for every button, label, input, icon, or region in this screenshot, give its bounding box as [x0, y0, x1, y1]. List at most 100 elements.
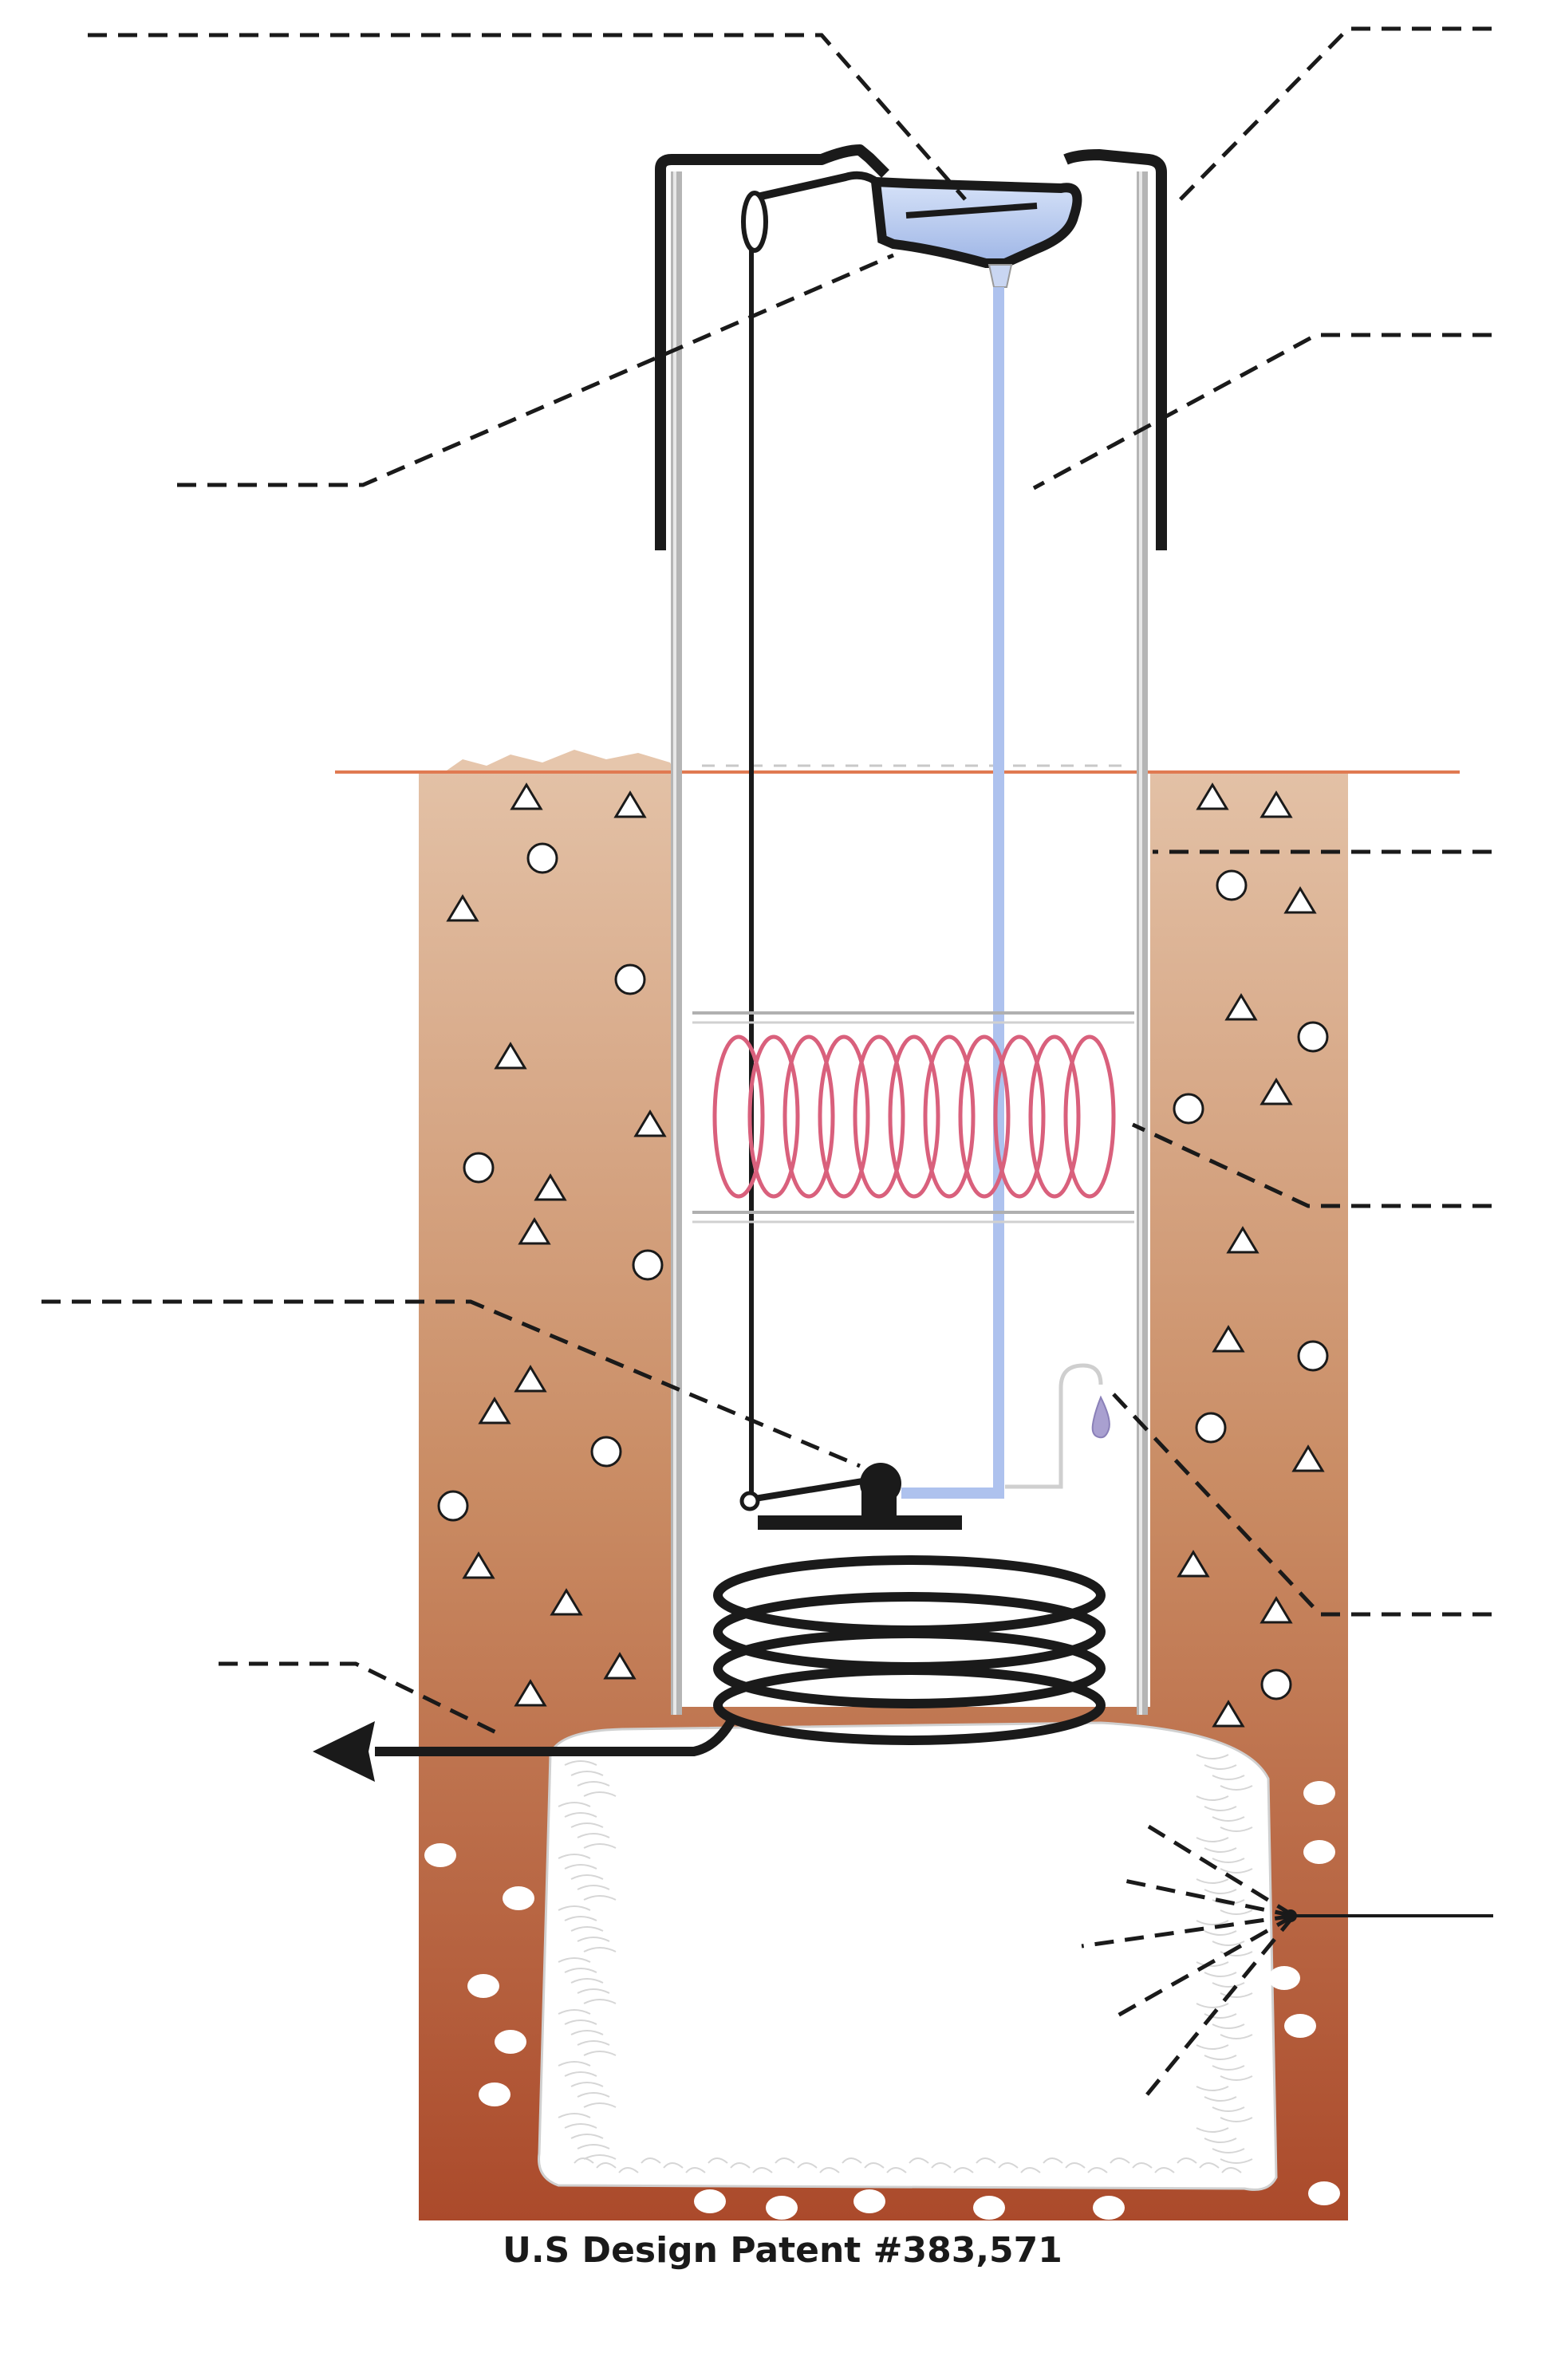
stone-circle	[590, 1436, 622, 1468]
gravel-stroke	[976, 2157, 996, 2164]
stone-triangle	[1224, 993, 1258, 1021]
gravel-stroke	[1221, 2167, 1242, 2173]
stone-triangle	[534, 1173, 567, 1201]
gravel-stroke	[1212, 2148, 1245, 2153]
gravel-stroke	[577, 2092, 610, 2098]
leader-drip	[1112, 1393, 1492, 1617]
gravel-stroke	[1196, 2044, 1229, 2050]
gravel-pebble	[1303, 1840, 1335, 1864]
stone-circle	[632, 1249, 664, 1281]
coil-loop	[713, 1665, 1106, 1745]
float-lever	[749, 1476, 878, 1503]
gravel-stroke	[558, 1802, 591, 1807]
leader-gravel-3	[1081, 1913, 1295, 1949]
gravel-stroke	[1043, 2157, 1063, 2164]
leader-float-arm	[177, 253, 894, 487]
gravel-stroke	[931, 2162, 952, 2169]
gravel-stroke	[953, 2167, 974, 2173]
gravel-stroke	[909, 2157, 929, 2164]
gravel-stroke	[577, 1833, 610, 1838]
drip-drop	[1091, 1395, 1110, 1439]
heater-loop	[1028, 1034, 1081, 1199]
gravel-stroke	[1220, 2075, 1253, 2081]
stone-triangle	[510, 782, 543, 810]
stone-circle	[1173, 1093, 1204, 1125]
gravel-stroke	[564, 1760, 597, 1766]
gravel-stroke	[797, 2162, 818, 2169]
gravel-stroke	[1220, 2158, 1253, 2164]
gravel-stroke	[577, 1781, 610, 1787]
gravel-stroke	[685, 2167, 706, 2173]
stone-circle	[463, 1152, 495, 1184]
stone-triangle	[514, 1679, 547, 1707]
gravel-stroke	[1204, 1930, 1237, 1936]
heater-loop	[993, 1034, 1046, 1199]
gravel-stroke	[570, 2030, 604, 2035]
outlet-arrow	[313, 1721, 375, 1782]
gravel-stroke	[564, 1968, 597, 1973]
gravel-pebbles	[424, 1781, 1340, 2220]
float-arm-top	[752, 171, 877, 202]
gravel-stroke	[1220, 2034, 1253, 2039]
gravel-stroke	[1220, 1785, 1253, 1791]
gravel-stroke	[1204, 1806, 1237, 1811]
gravel-stroke	[752, 2167, 773, 2173]
stone-triangle	[1226, 1226, 1259, 1254]
gravel-stroke	[564, 2123, 597, 2129]
gravel-stroke	[1220, 1868, 1253, 1874]
gravel-pebble	[424, 1843, 456, 1867]
gravel-stroke	[1220, 1992, 1253, 1998]
gravel-stroke	[1196, 1920, 1229, 1925]
soil-surface	[447, 750, 674, 770]
gravel-stroke	[663, 2162, 684, 2169]
gravel-stroke	[570, 1874, 604, 1880]
stone-triangle	[518, 1217, 551, 1245]
heater-loop	[853, 1034, 905, 1199]
gravel-stroke	[1204, 2055, 1237, 2060]
gravel-stroke	[558, 1957, 591, 1963]
stone-triangle	[1177, 1550, 1210, 1578]
patent-caption: U.S Design Patent #383,571	[503, 2230, 1062, 2271]
stone-triangle	[446, 894, 479, 922]
heater-loop	[747, 1034, 800, 1199]
gravel-stroke	[1204, 1764, 1237, 1770]
gravel-stroke	[1204, 2138, 1237, 2143]
float-valve-base	[758, 1515, 962, 1530]
gravel-pebble	[1093, 2196, 1125, 2220]
gravel-stroke	[583, 1947, 617, 1952]
heater-loop	[1063, 1034, 1116, 1199]
gravel-stroke	[1212, 2023, 1245, 2029]
funnel	[870, 176, 1082, 268]
gravel-stroke	[730, 2162, 751, 2169]
stone-triangle	[1259, 790, 1293, 818]
leader-gravel-4	[1112, 1913, 1295, 2020]
stone-circle	[1297, 1340, 1329, 1372]
drip-tube	[1005, 1363, 1103, 1489]
gravel-stroke	[998, 2162, 1019, 2169]
gravel-stroke	[1110, 2157, 1130, 2164]
gravel-pebble	[479, 2082, 510, 2106]
gravel-stroke	[886, 2167, 907, 2173]
well-cap	[655, 144, 1167, 550]
float-valve-body	[861, 1488, 897, 1515]
stone-triangle	[613, 790, 647, 818]
stone-triangle	[1196, 782, 1229, 810]
heater-loop	[888, 1034, 940, 1199]
gravel-stroke	[1087, 2167, 1108, 2173]
gravel-pebble	[1284, 2014, 1316, 2038]
gravel-stroke	[1196, 1795, 1229, 1801]
gravel-stroke	[1204, 2096, 1237, 2102]
gravel-pebble	[766, 2196, 798, 2220]
heater-loop	[958, 1034, 1011, 1199]
gravel-stroke	[564, 1916, 597, 1921]
heater-loop	[782, 1034, 835, 1199]
gravel-stroke	[775, 2157, 795, 2164]
stone-circle	[1195, 1412, 1227, 1444]
heater-loop	[923, 1034, 976, 1199]
gravel-stroke	[1212, 1941, 1245, 1946]
gravel-stroke	[1220, 1909, 1253, 1915]
gravel-stroke	[570, 1926, 604, 1932]
gravel-stroke	[596, 2162, 617, 2169]
gravel-pebble	[467, 1974, 499, 1998]
gravel-stroke	[558, 2113, 591, 2118]
